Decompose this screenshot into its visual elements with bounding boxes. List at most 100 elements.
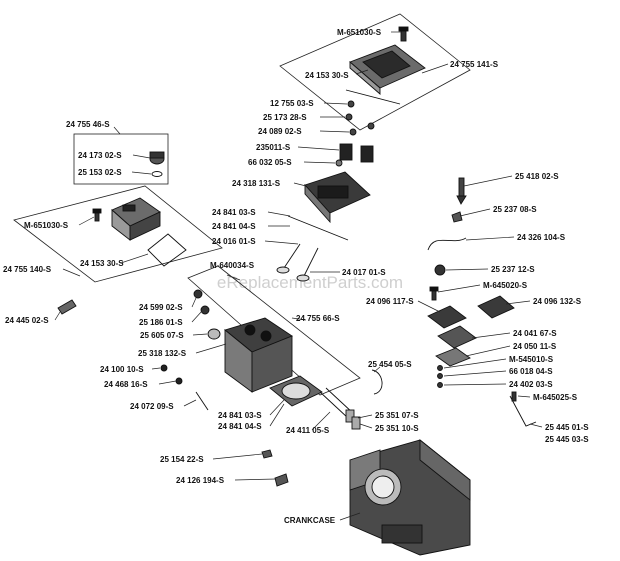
label-p41: 24 326 104-S (517, 233, 566, 242)
label-p51: M-645025-S (533, 393, 578, 402)
dowel-pin[interactable] (195, 391, 209, 411)
label-p46: 24 041 67-S (513, 329, 557, 338)
label-p22: 24 599 02-S (139, 303, 183, 312)
upper-cover-screw[interactable] (398, 26, 409, 42)
filter-24402[interactable] (437, 382, 443, 388)
washer-1[interactable] (261, 449, 273, 459)
label-p50: 24 402 03-S (509, 380, 553, 389)
label-p37: 24 126 194-S (176, 476, 225, 485)
breather-reed-11[interactable] (435, 347, 471, 367)
allen-wrench[interactable] (509, 395, 537, 427)
bushing[interactable] (207, 328, 221, 340)
label-p39: 25 418 02-S (515, 172, 559, 181)
lower-cover-screw[interactable] (92, 208, 102, 222)
label-p05: 25 173 28-S (263, 113, 307, 122)
breather-cap[interactable] (149, 151, 165, 165)
leader-lines (54, 31, 543, 521)
exhaust-valve[interactable] (283, 243, 301, 269)
lower-valve-cover-kit-box (13, 185, 223, 283)
crankcase[interactable] (349, 439, 471, 556)
washer-2[interactable] (274, 473, 289, 487)
upper-head-gasket[interactable] (287, 215, 349, 241)
label-p11: 24 173 02-S (78, 151, 122, 160)
screw-m645025[interactable] (511, 391, 517, 402)
valve-cap-2[interactable] (345, 113, 353, 121)
valve-keeper[interactable] (367, 122, 375, 130)
label-p47: 24 050 11-S (513, 342, 557, 351)
label-p53: 25 445 03-S (545, 435, 589, 444)
label-p42: 25 237 12-S (491, 265, 535, 274)
upper-cover-gasket[interactable] (345, 89, 401, 105)
breather-gasket-67[interactable] (437, 325, 477, 349)
tie-strap[interactable] (371, 369, 383, 395)
rocker-stud[interactable] (193, 289, 203, 299)
breather-cover-132[interactable] (477, 295, 515, 319)
label-p14: 24 153 30-S (80, 259, 124, 268)
label-p12: 25 153 02-S (78, 168, 122, 177)
label-p32: 24 411 05-S (286, 426, 330, 435)
label-p44: 24 096 117-S (366, 297, 414, 306)
breather-kit-box (73, 133, 169, 185)
exhaust-valve-head (276, 266, 290, 274)
lower-cover-gasket[interactable] (147, 233, 187, 267)
label-p18: 24 841 04-S (212, 222, 256, 231)
breather-cover-117[interactable] (427, 305, 467, 329)
label-p16: 24 445 02-S (5, 316, 49, 325)
label-p28: 24 468 16-S (104, 380, 148, 389)
label-p09: 24 318 131-S (232, 179, 281, 188)
label-p17: 24 841 03-S (212, 208, 256, 217)
label-p34: 25 351 07-S (375, 411, 419, 420)
retainer-66018[interactable] (437, 373, 443, 379)
fuel-shutoff[interactable] (456, 177, 467, 205)
label-p06: 24 089 02-S (258, 127, 302, 136)
breather-gasket[interactable] (451, 211, 463, 223)
upper-valve-cover[interactable] (349, 44, 426, 95)
part-labels: M-651030-S 24 153 30-S 24 755 141-S 12 7… (3, 28, 589, 525)
label-p35: 25 351 10-S (375, 424, 419, 433)
bracket[interactable] (57, 299, 77, 315)
intake-valve[interactable] (303, 247, 319, 277)
label-p49: 66 018 04-S (509, 367, 553, 376)
screw-m645020[interactable] (429, 286, 439, 301)
label-p10: 24 755 46-S (66, 120, 110, 129)
label-p20: 24 017 01-S (342, 268, 386, 277)
label-p15: 24 755 140-S (3, 265, 52, 274)
label-p38: CRANKCASE (284, 516, 336, 525)
label-p13: M-651030-S (24, 221, 69, 230)
label-p31: 24 841 04-S (218, 422, 262, 431)
label-p01: M-651030-S (337, 28, 382, 37)
lifters[interactable] (345, 409, 361, 430)
breather-o-ring[interactable] (151, 171, 163, 177)
upper-valve-cover-kit-box (279, 13, 471, 131)
label-p27: 24 100 10-S (100, 365, 144, 374)
valve-springs[interactable] (339, 143, 374, 163)
label-p30: 24 841 03-S (218, 411, 262, 420)
label-p25: 24 755 66-S (296, 314, 340, 323)
breather-tube[interactable] (427, 237, 467, 251)
label-p23: 25 186 01-S (139, 318, 183, 327)
label-p02: 24 153 30-S (305, 71, 349, 80)
screw-m545010[interactable] (437, 365, 443, 371)
label-p03: 24 755 141-S (450, 60, 499, 69)
intake-valve-head (296, 274, 310, 282)
label-p26: 25 318 132-S (138, 349, 187, 358)
plug-1[interactable] (160, 364, 168, 372)
rocker-ball[interactable] (200, 305, 210, 315)
valve-cap[interactable] (347, 100, 355, 108)
grommet[interactable] (434, 264, 446, 276)
label-p43: M-645020-S (483, 281, 528, 290)
lower-valve-cover[interactable] (111, 197, 161, 241)
label-p19: 24 016 01-S (212, 237, 256, 246)
upper-cylinder-head[interactable] (304, 171, 371, 224)
label-p21: M-640034-S (210, 261, 255, 270)
valve-keeper-2[interactable] (349, 128, 357, 136)
label-p45: 24 096 132-S (533, 297, 582, 306)
label-p52: 25 445 01-S (545, 423, 589, 432)
label-p29: 24 072 09-S (130, 402, 174, 411)
plug-2[interactable] (175, 377, 183, 385)
valve-seal[interactable] (335, 159, 343, 167)
label-p24: 25 605 07-S (140, 331, 184, 340)
lower-head-gasket[interactable] (269, 375, 323, 407)
lower-cylinder-head[interactable] (224, 317, 293, 393)
